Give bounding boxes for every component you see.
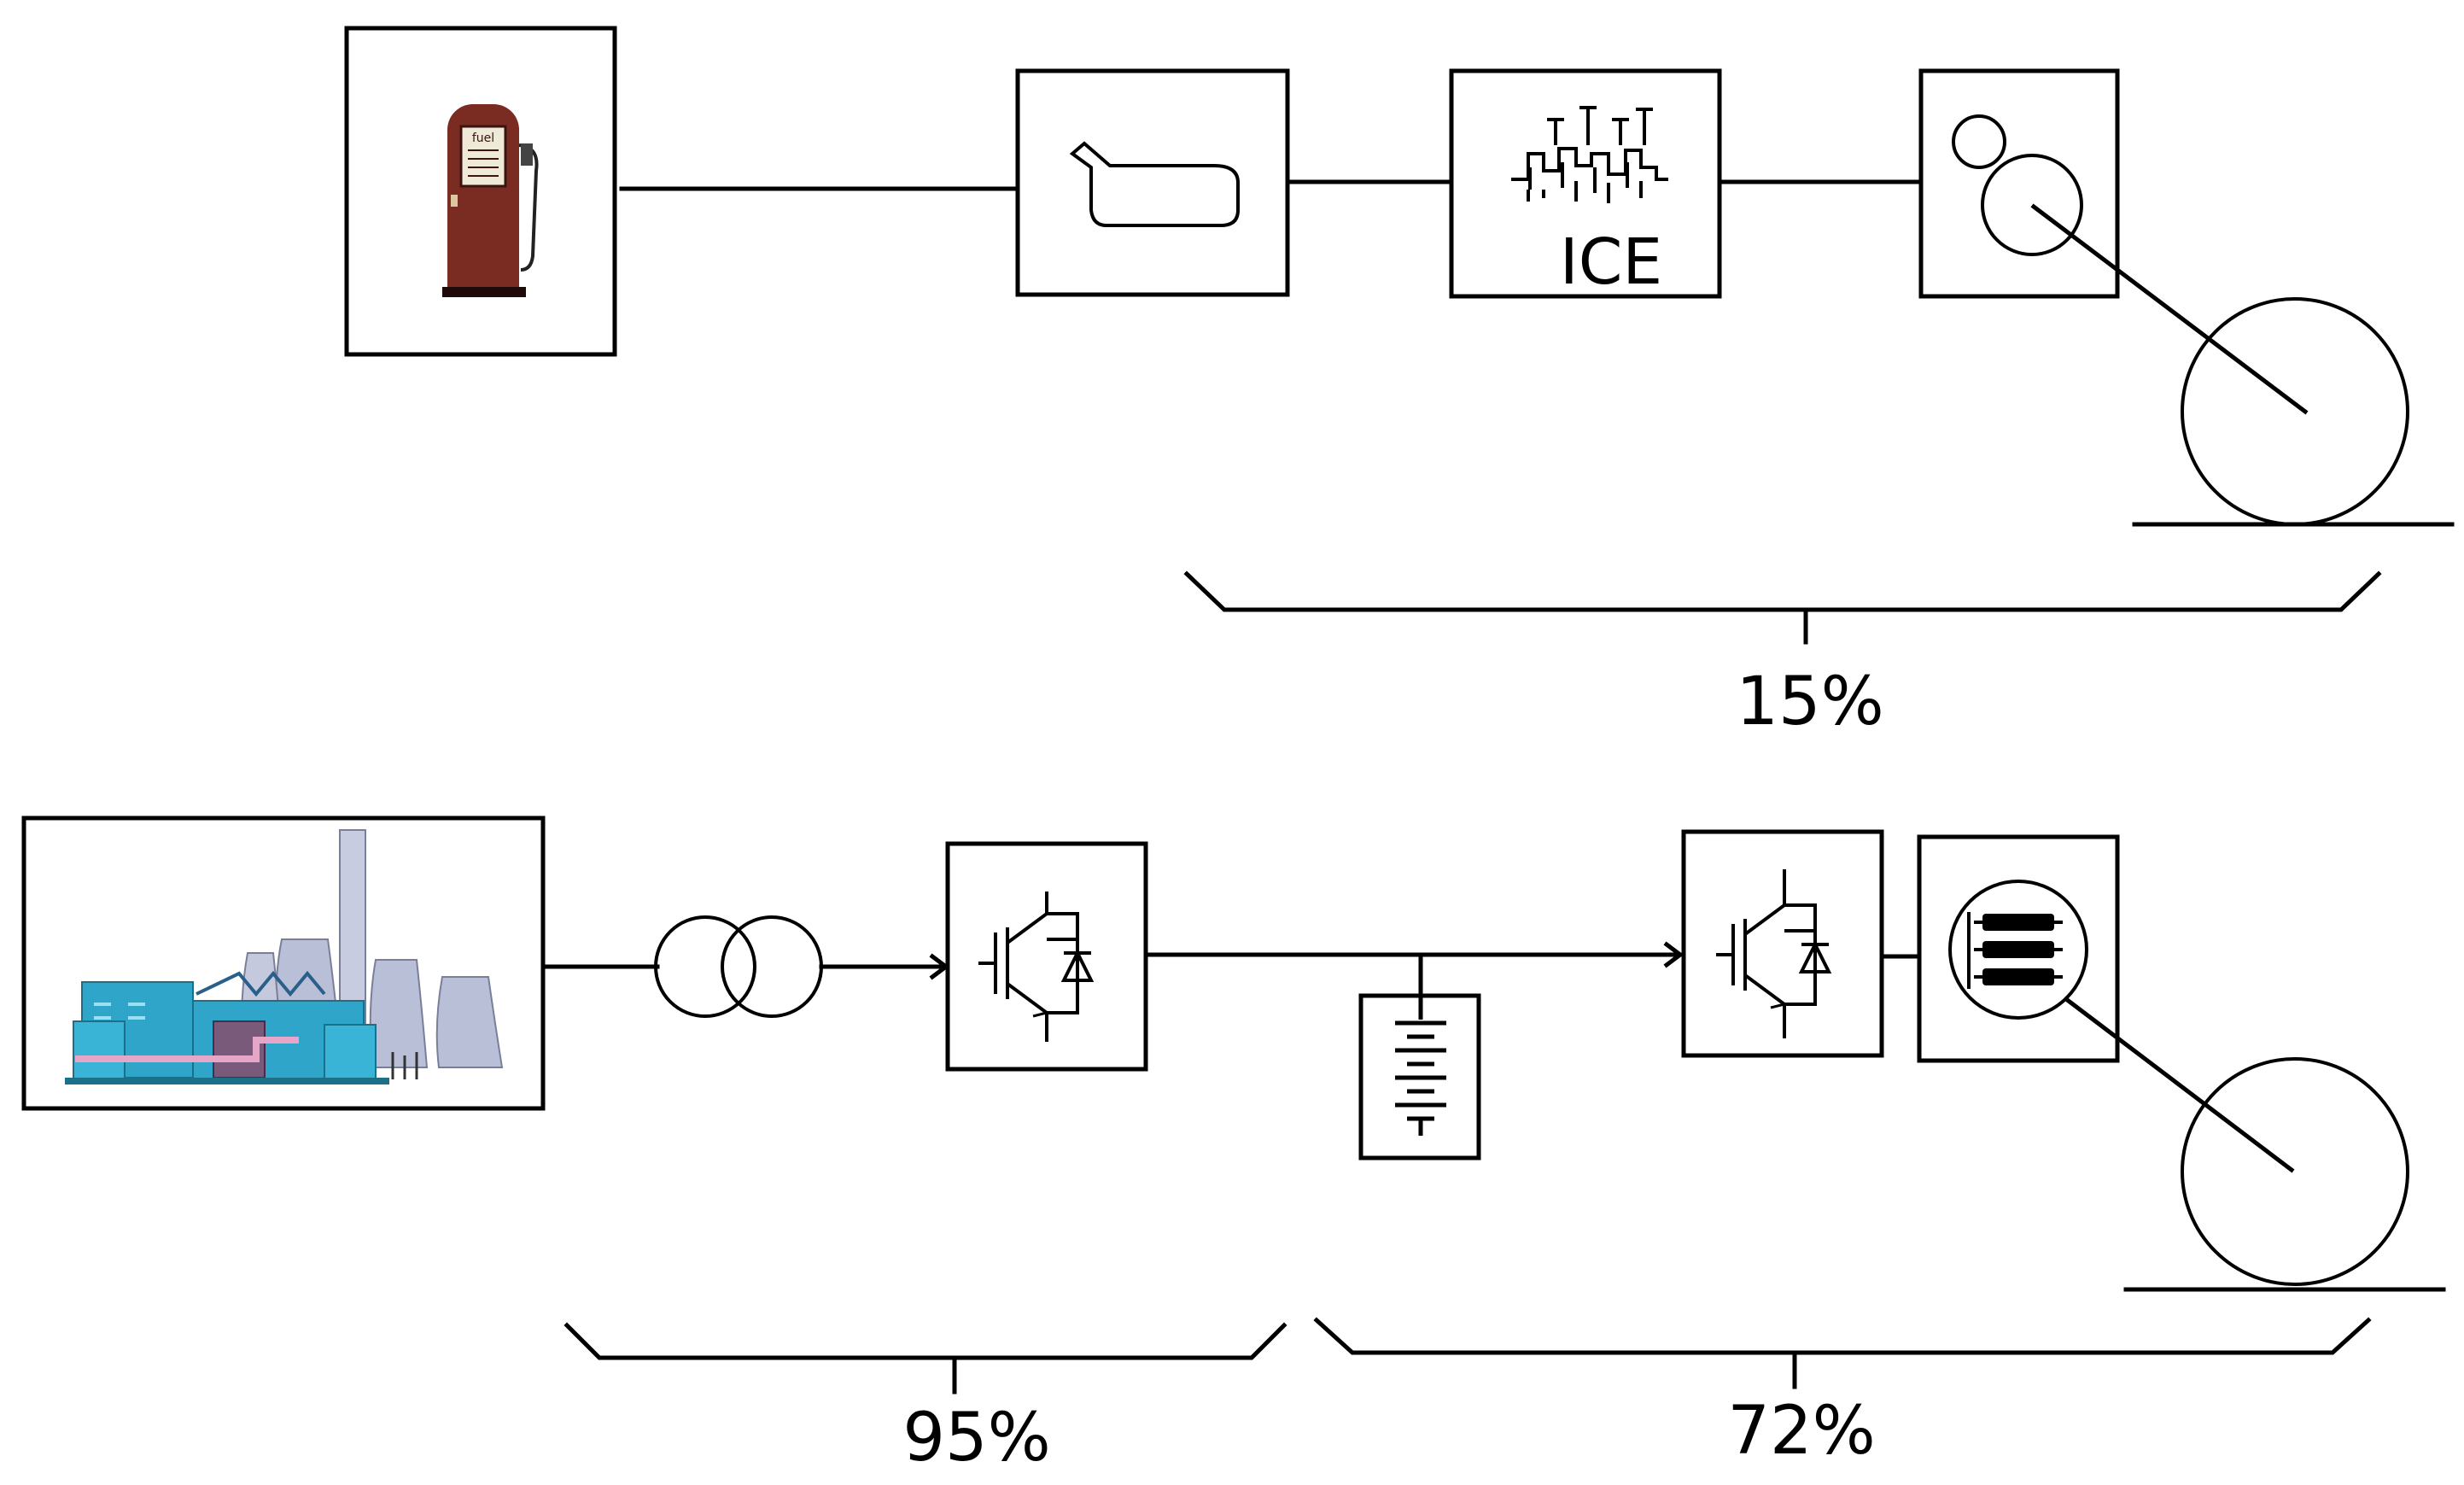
wheel-icon — [2181, 297, 2409, 526]
engine-box: ICE — [1449, 68, 1722, 299]
wheel-icon-2 — [2181, 1057, 2409, 1286]
drive-shaft-top — [2030, 203, 2309, 415]
pump-label: fuel — [472, 132, 494, 145]
fuel-pump-icon: fuel — [442, 104, 539, 297]
wheel-top — [2030, 203, 2455, 527]
igbt-inverter-icon-2 — [1716, 869, 1832, 1038]
efficiency-label-ice: 15% — [1736, 664, 1883, 740]
engine-icon — [1511, 106, 1668, 203]
efficiency-bracket-ev: 72% — [1313, 1317, 2372, 1470]
battery-box — [1358, 993, 1481, 1161]
transformer-icon — [654, 915, 823, 1018]
fuel-pump-box: fuel — [344, 26, 617, 357]
efficiency-bracket-ice: 15% — [1183, 570, 2382, 740]
efficiency-label-ev: 72% — [1727, 1393, 1875, 1470]
motor-box — [1917, 834, 2120, 1063]
fuel-tank-box — [1015, 68, 1290, 297]
electric-motor-icon — [1948, 880, 2088, 1020]
drive-shaft-bottom — [2063, 996, 2295, 1173]
efficiency-label-grid: 95% — [902, 1400, 1050, 1476]
power-plant-icon — [65, 829, 504, 1085]
gearbox-icon — [1952, 114, 2083, 256]
efficiency-bracket-grid: 95% — [563, 1322, 1287, 1476]
arrow-to-inverter — [1663, 941, 1685, 968]
power-plant-box — [21, 816, 546, 1111]
fuel-tank-icon — [1069, 141, 1240, 227]
igbt-inverter-icon — [978, 892, 1095, 1042]
wheel-bottom — [2063, 996, 2446, 1292]
battery-icon — [1395, 996, 1446, 1136]
ice-label: ICE — [1560, 225, 1662, 299]
gearbox-box — [1918, 68, 2120, 299]
inverter-box — [1681, 829, 1884, 1058]
rectifier-box — [945, 841, 1148, 1072]
